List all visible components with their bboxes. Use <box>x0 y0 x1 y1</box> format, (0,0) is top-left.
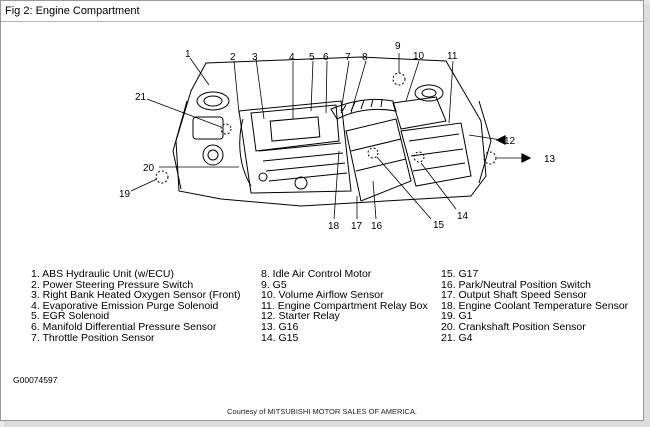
callout-5: 5 <box>309 52 315 63</box>
air-intake-duct <box>330 98 397 120</box>
legend-item: 17. Output Shaft Speed Sensor <box>441 289 587 302</box>
callout-19: 19 <box>119 189 131 200</box>
legend-item: 15. G17 <box>441 268 479 280</box>
callout-1: 1 <box>185 49 191 60</box>
callout-11: 11 <box>447 51 458 62</box>
ground-g1-marker <box>155 170 169 184</box>
transaxle <box>345 118 412 202</box>
leader-lines <box>130 53 525 220</box>
legend-item: 6. Manifold Differential Pressure Sensor <box>31 320 217 333</box>
callout-15: 15 <box>433 220 445 231</box>
callout-14: 14 <box>457 211 469 222</box>
legend-column-1: 1. ABS Hydraulic Unit (w/ECU) 2. Power S… <box>31 269 241 343</box>
frame-shadow-bottom <box>4 420 650 427</box>
callout-3: 3 <box>252 52 258 63</box>
engine-block <box>238 100 352 194</box>
abs-unit <box>192 116 224 140</box>
callout-20: 20 <box>143 163 155 174</box>
legend-item: 4. Evaporative Emission Purge Solenoid <box>31 299 219 312</box>
legend-item: 3. Right Bank Heated Oxygen Sensor (Fron… <box>31 289 241 302</box>
callout-2: 2 <box>230 52 236 63</box>
left-strut-tower <box>196 91 230 111</box>
legend-item: 19. G1 <box>441 310 473 323</box>
frame-shadow-right <box>643 4 650 427</box>
legend-item: 20. Crankshaft Position Sensor <box>441 320 586 333</box>
hood-hinge-right <box>478 100 492 184</box>
legend-item: 2. Power Steering Pressure Switch <box>31 278 194 291</box>
legend-column-2: 8. Idle Air Control Motor 9. G5 10. Volu… <box>261 269 428 343</box>
figure-header: Fig 2: Engine Compartment <box>1 1 643 22</box>
figure-frame: Fig 2: Engine Compartment <box>0 0 644 421</box>
callout-8: 8 <box>362 52 368 63</box>
intake-plenum <box>250 104 340 152</box>
legend-item: 8. Idle Air Control Motor <box>261 268 372 280</box>
courtesy-note: Courtesy of MITSUBISHI MOTOR SALES OF AM… <box>227 407 417 416</box>
callout-9: 9 <box>395 41 401 52</box>
legend-item: 21. G4 <box>441 331 473 344</box>
ground-g16-marker <box>483 151 497 165</box>
callout-7: 7 <box>345 52 351 63</box>
ground-g4-marker <box>220 123 232 135</box>
legend-item: 14. G15 <box>261 331 299 344</box>
compartment-outline <box>175 56 487 207</box>
callout-6: 6 <box>323 52 329 63</box>
legend-item: 7. Throttle Position Sensor <box>31 331 155 344</box>
legend-item: 12. Starter Relay <box>261 310 340 323</box>
callout-10: 10 <box>413 51 425 62</box>
legend-item: 1. ABS Hydraulic Unit (w/ECU) <box>31 268 174 280</box>
legend-column-3: 15. G17 16. Park/Neutral Position Switch… <box>441 269 628 343</box>
engine-compartment-diagram: 1 2 3 4 5 6 7 8 9 10 11 12 13 14 15 16 1… <box>119 41 556 232</box>
right-strut-tower <box>414 84 444 102</box>
legend-item: 18. Engine Coolant Temperature Sensor <box>441 299 629 312</box>
callout-13: 13 <box>544 154 556 165</box>
callout-17: 17 <box>351 221 363 232</box>
figure-id: G00074597 <box>13 375 58 385</box>
ground-g15-marker <box>413 151 425 163</box>
legend-item: 16. Park/Neutral Position Switch <box>441 278 591 291</box>
figure-title: Fig 2: Engine Compartment <box>5 5 140 17</box>
legend-item: 9. G5 <box>261 278 287 291</box>
ground-g17-marker <box>367 147 379 159</box>
reservoir-cap <box>202 144 224 166</box>
ground-g5-marker <box>392 72 406 86</box>
legend-item: 13. G16 <box>261 320 299 333</box>
hood-hinge-left <box>172 100 188 190</box>
legend-item: 11. Engine Compartment Relay Box <box>261 299 428 312</box>
callout-16: 16 <box>371 221 383 232</box>
callout-18: 18 <box>328 221 340 232</box>
relay-box <box>400 122 472 187</box>
callout-21: 21 <box>135 92 147 103</box>
callout-4: 4 <box>289 52 295 63</box>
legend-item: 5. EGR Solenoid <box>31 310 110 323</box>
callout-12: 12 <box>504 136 516 147</box>
legend-item: 10. Volume Airflow Sensor <box>261 289 384 302</box>
air-cleaner-box <box>392 96 447 130</box>
